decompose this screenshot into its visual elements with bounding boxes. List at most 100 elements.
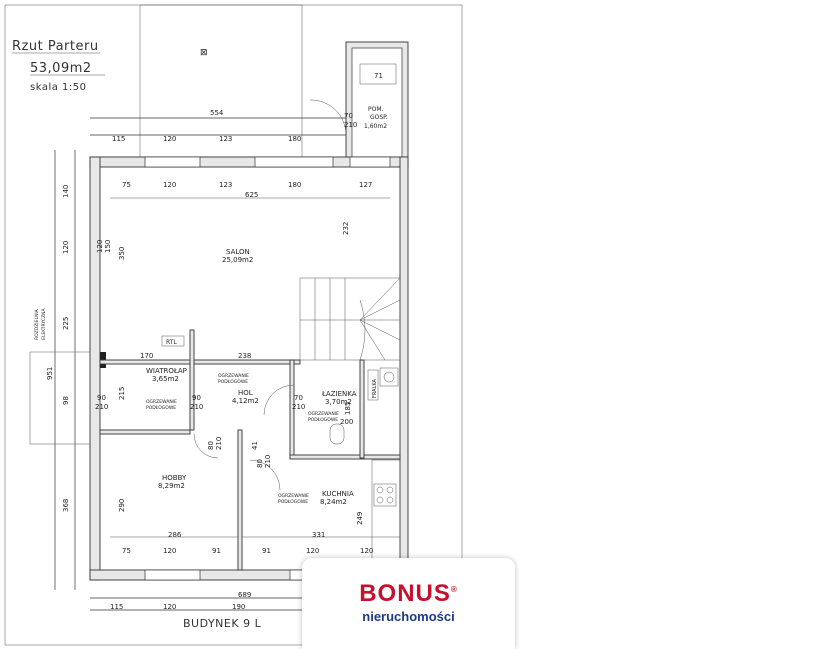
wall-lazienka-right bbox=[359, 359, 365, 459]
dim-bot-inner-1: 120 bbox=[163, 547, 176, 555]
dim-left-3: 951 bbox=[46, 367, 54, 380]
brand-logo[interactable]: BONUS® nieruchomości bbox=[302, 558, 515, 649]
dim-top-total: 554 bbox=[210, 109, 224, 117]
dim-mid-1: 238 bbox=[238, 352, 251, 360]
dim-top-1: 120 bbox=[163, 135, 176, 143]
toilet-icon bbox=[329, 423, 345, 445]
dim-top-0: 115 bbox=[112, 135, 125, 143]
brand-registered-mark: ® bbox=[450, 585, 458, 594]
dim-inner-left-2: 150 bbox=[104, 240, 112, 253]
note-ogrzewanie-4: OGRZEWANIE bbox=[278, 493, 309, 499]
kuchnia-name: KUCHNIA bbox=[322, 490, 354, 498]
pom-gosp-width: 71 bbox=[374, 72, 383, 80]
dim-kuchnia-h: 249 bbox=[356, 512, 364, 525]
pom-gosp-name1: POM. bbox=[368, 106, 384, 113]
note-podlogowe-3: PODŁOGOWE bbox=[308, 417, 338, 423]
dim-hobby-w: 286 bbox=[168, 531, 182, 539]
dim-wiatrolap-h: 215 bbox=[118, 387, 126, 400]
door-hol-h: 210 bbox=[190, 403, 203, 411]
dim-laz-185: 185 bbox=[344, 402, 352, 415]
dim-inner-top-0: 75 bbox=[122, 181, 131, 189]
dim-bottom-0: 115 bbox=[110, 603, 123, 611]
kuchnia-area: 8,24m2 bbox=[320, 498, 347, 506]
dim-inner-left-1: 120 bbox=[96, 240, 104, 253]
dim-bot-inner-5: 120 bbox=[360, 547, 373, 555]
kitchen-counter bbox=[371, 459, 401, 571]
note-podlogowe-4: PODŁOGOWE bbox=[278, 499, 308, 505]
dim-inner-top-3: 180 bbox=[288, 181, 301, 189]
dim-inner-top-2: 123 bbox=[219, 181, 232, 189]
hol-area: 4,12m2 bbox=[232, 397, 259, 405]
dim-kuchnia-w: 331 bbox=[312, 531, 325, 539]
dim-hobby-h: 290 bbox=[118, 499, 126, 512]
note-podlogowe-2: PODŁOGOWE bbox=[218, 379, 248, 385]
rozdzielnia-label2: ELEKTRYCZNA bbox=[41, 308, 47, 340]
wall-left bbox=[89, 156, 101, 581]
hobby-door-arc bbox=[193, 433, 219, 459]
door-kit-41: 41 bbox=[251, 441, 259, 450]
washer-drum-icon bbox=[383, 371, 395, 383]
burner-4-icon bbox=[386, 496, 394, 504]
window-top-2 bbox=[254, 156, 334, 168]
dim-left-2: 225 bbox=[62, 317, 70, 330]
pom-gosp-name2: GOSP. bbox=[370, 114, 388, 121]
dim-inner-top-4: 127 bbox=[359, 181, 372, 189]
rtl-box bbox=[161, 335, 185, 347]
hol-name: HOL bbox=[238, 389, 253, 397]
fralka-box bbox=[367, 369, 379, 401]
door-hol-w: 90 bbox=[192, 394, 201, 402]
dim-bottom-total: 689 bbox=[238, 591, 251, 599]
dim-left-0: 140 bbox=[62, 185, 70, 198]
brand-name: BONUS® bbox=[359, 580, 458, 607]
lazienka-name: ŁAZIENKA bbox=[321, 390, 357, 398]
dim-door-h: 210 bbox=[344, 121, 357, 129]
hol-door-arc bbox=[263, 384, 295, 416]
wall-hall-top bbox=[99, 359, 301, 365]
salon-area: 25,09m2 bbox=[222, 256, 253, 264]
wall-wiatrolap-right bbox=[189, 329, 195, 431]
dim-mid-0: 170 bbox=[140, 352, 153, 360]
pom-gosp-door-arc bbox=[309, 99, 347, 136]
dim-salon-width: 625 bbox=[245, 191, 258, 199]
note-podlogowe-1: PODŁOGOWE bbox=[146, 405, 176, 411]
dim-top-3: 180 bbox=[288, 135, 301, 143]
door-w-h: 210 bbox=[95, 403, 108, 411]
door-w-w: 90 bbox=[97, 394, 106, 402]
dim-laz-200: 200 bbox=[340, 418, 353, 426]
dim-inner-top-1: 120 bbox=[163, 181, 176, 189]
door-hobby-h: 210 bbox=[215, 437, 223, 450]
dim-bot-inner-0: 75 bbox=[122, 547, 131, 555]
door-hobby-w: 80 bbox=[207, 441, 215, 450]
pom-gosp-area: 1,60m2 bbox=[364, 123, 387, 130]
terrace-marker-icon: ⊠ bbox=[200, 48, 208, 58]
building-label: BUDYNEK 9 L bbox=[183, 617, 262, 630]
plan-scale: skala 1:50 bbox=[30, 82, 87, 93]
dim-bot-inner-3: 91 bbox=[262, 547, 271, 555]
fralka-label: FRALKA bbox=[372, 378, 378, 398]
kitchen-door-arc bbox=[249, 459, 281, 491]
rtl-label: RTL bbox=[166, 339, 177, 346]
door-laz-h: 210 bbox=[292, 403, 305, 411]
stair-treads bbox=[300, 277, 401, 361]
dim-bottom-2: 190 bbox=[232, 603, 245, 611]
rozdzielnia-label1: ROZDZIELNIA bbox=[34, 308, 40, 340]
wall-hobby-right bbox=[237, 429, 243, 571]
wiatrolap-area: 3,65m2 bbox=[152, 375, 179, 383]
dim-left-1: 120 bbox=[62, 241, 70, 254]
lazienka-area: 3,70m2 bbox=[325, 398, 352, 406]
electric-box bbox=[29, 351, 91, 445]
wiatrolap-name: WIATROŁAP bbox=[146, 367, 187, 375]
door-laz-w: 70 bbox=[294, 394, 303, 402]
burner-2-icon bbox=[386, 486, 394, 494]
dim-door-w: 70 bbox=[344, 112, 353, 120]
wall-wiatrolap-bottom bbox=[99, 429, 191, 435]
staircase bbox=[299, 277, 401, 361]
dim-salon-height: 232 bbox=[342, 222, 350, 235]
salon-name: SALON bbox=[226, 248, 250, 256]
note-ogrzewanie-2: OGRZEWANIE bbox=[218, 373, 249, 379]
door-kit-w: 80 bbox=[256, 459, 264, 468]
wall-lazienka-bottom bbox=[289, 454, 401, 460]
window-bottom-1 bbox=[144, 569, 201, 581]
dim-bottom-1: 120 bbox=[163, 603, 176, 611]
